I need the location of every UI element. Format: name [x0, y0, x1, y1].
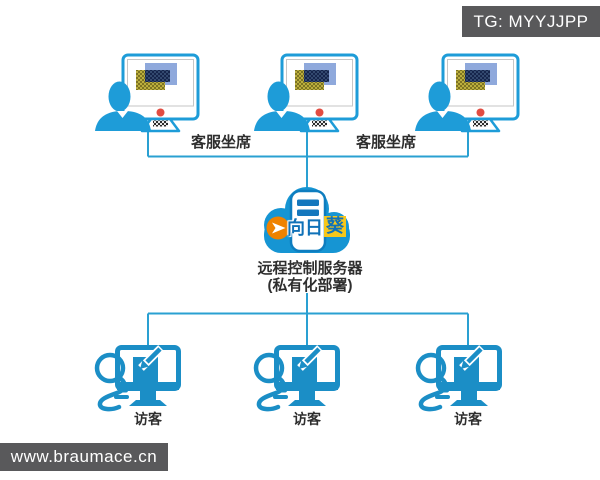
website-badge: www.braumace.cn [0, 443, 168, 471]
sunlogin-logo-glyph [272, 222, 286, 234]
agent-label-2: 客服坐席 [355, 134, 417, 151]
agent-workstation-icon-1 [93, 53, 200, 133]
agent-workstations [93, 53, 520, 133]
server-subtitle: (私有化部署) [267, 277, 353, 294]
server-title: 远程控制服务器 [257, 260, 363, 277]
brand-name-primary: 向日 [287, 217, 323, 238]
server-bar-1 [297, 199, 319, 206]
agent-label-1: 客服坐席 [190, 134, 252, 151]
agent-workstation-icon-3 [413, 53, 520, 133]
brand-name: 向日葵 [287, 215, 346, 238]
brand-name-highlight: 葵 [324, 216, 346, 237]
telegram-badge: TG: MYYJJPP [462, 6, 600, 37]
visitor-workstation-icon-2 [256, 348, 338, 410]
visitor-label-1: 访客 [134, 411, 162, 427]
visitor-workstations [97, 348, 500, 410]
visitor-label-2: 访客 [293, 411, 321, 427]
visitor-workstation-icon-3 [418, 348, 500, 410]
visitor-workstation-icon-1 [97, 348, 179, 410]
agent-workstation-icon-2 [252, 53, 359, 133]
visitor-label-3: 访客 [454, 411, 482, 427]
server-bar-2 [297, 209, 319, 216]
